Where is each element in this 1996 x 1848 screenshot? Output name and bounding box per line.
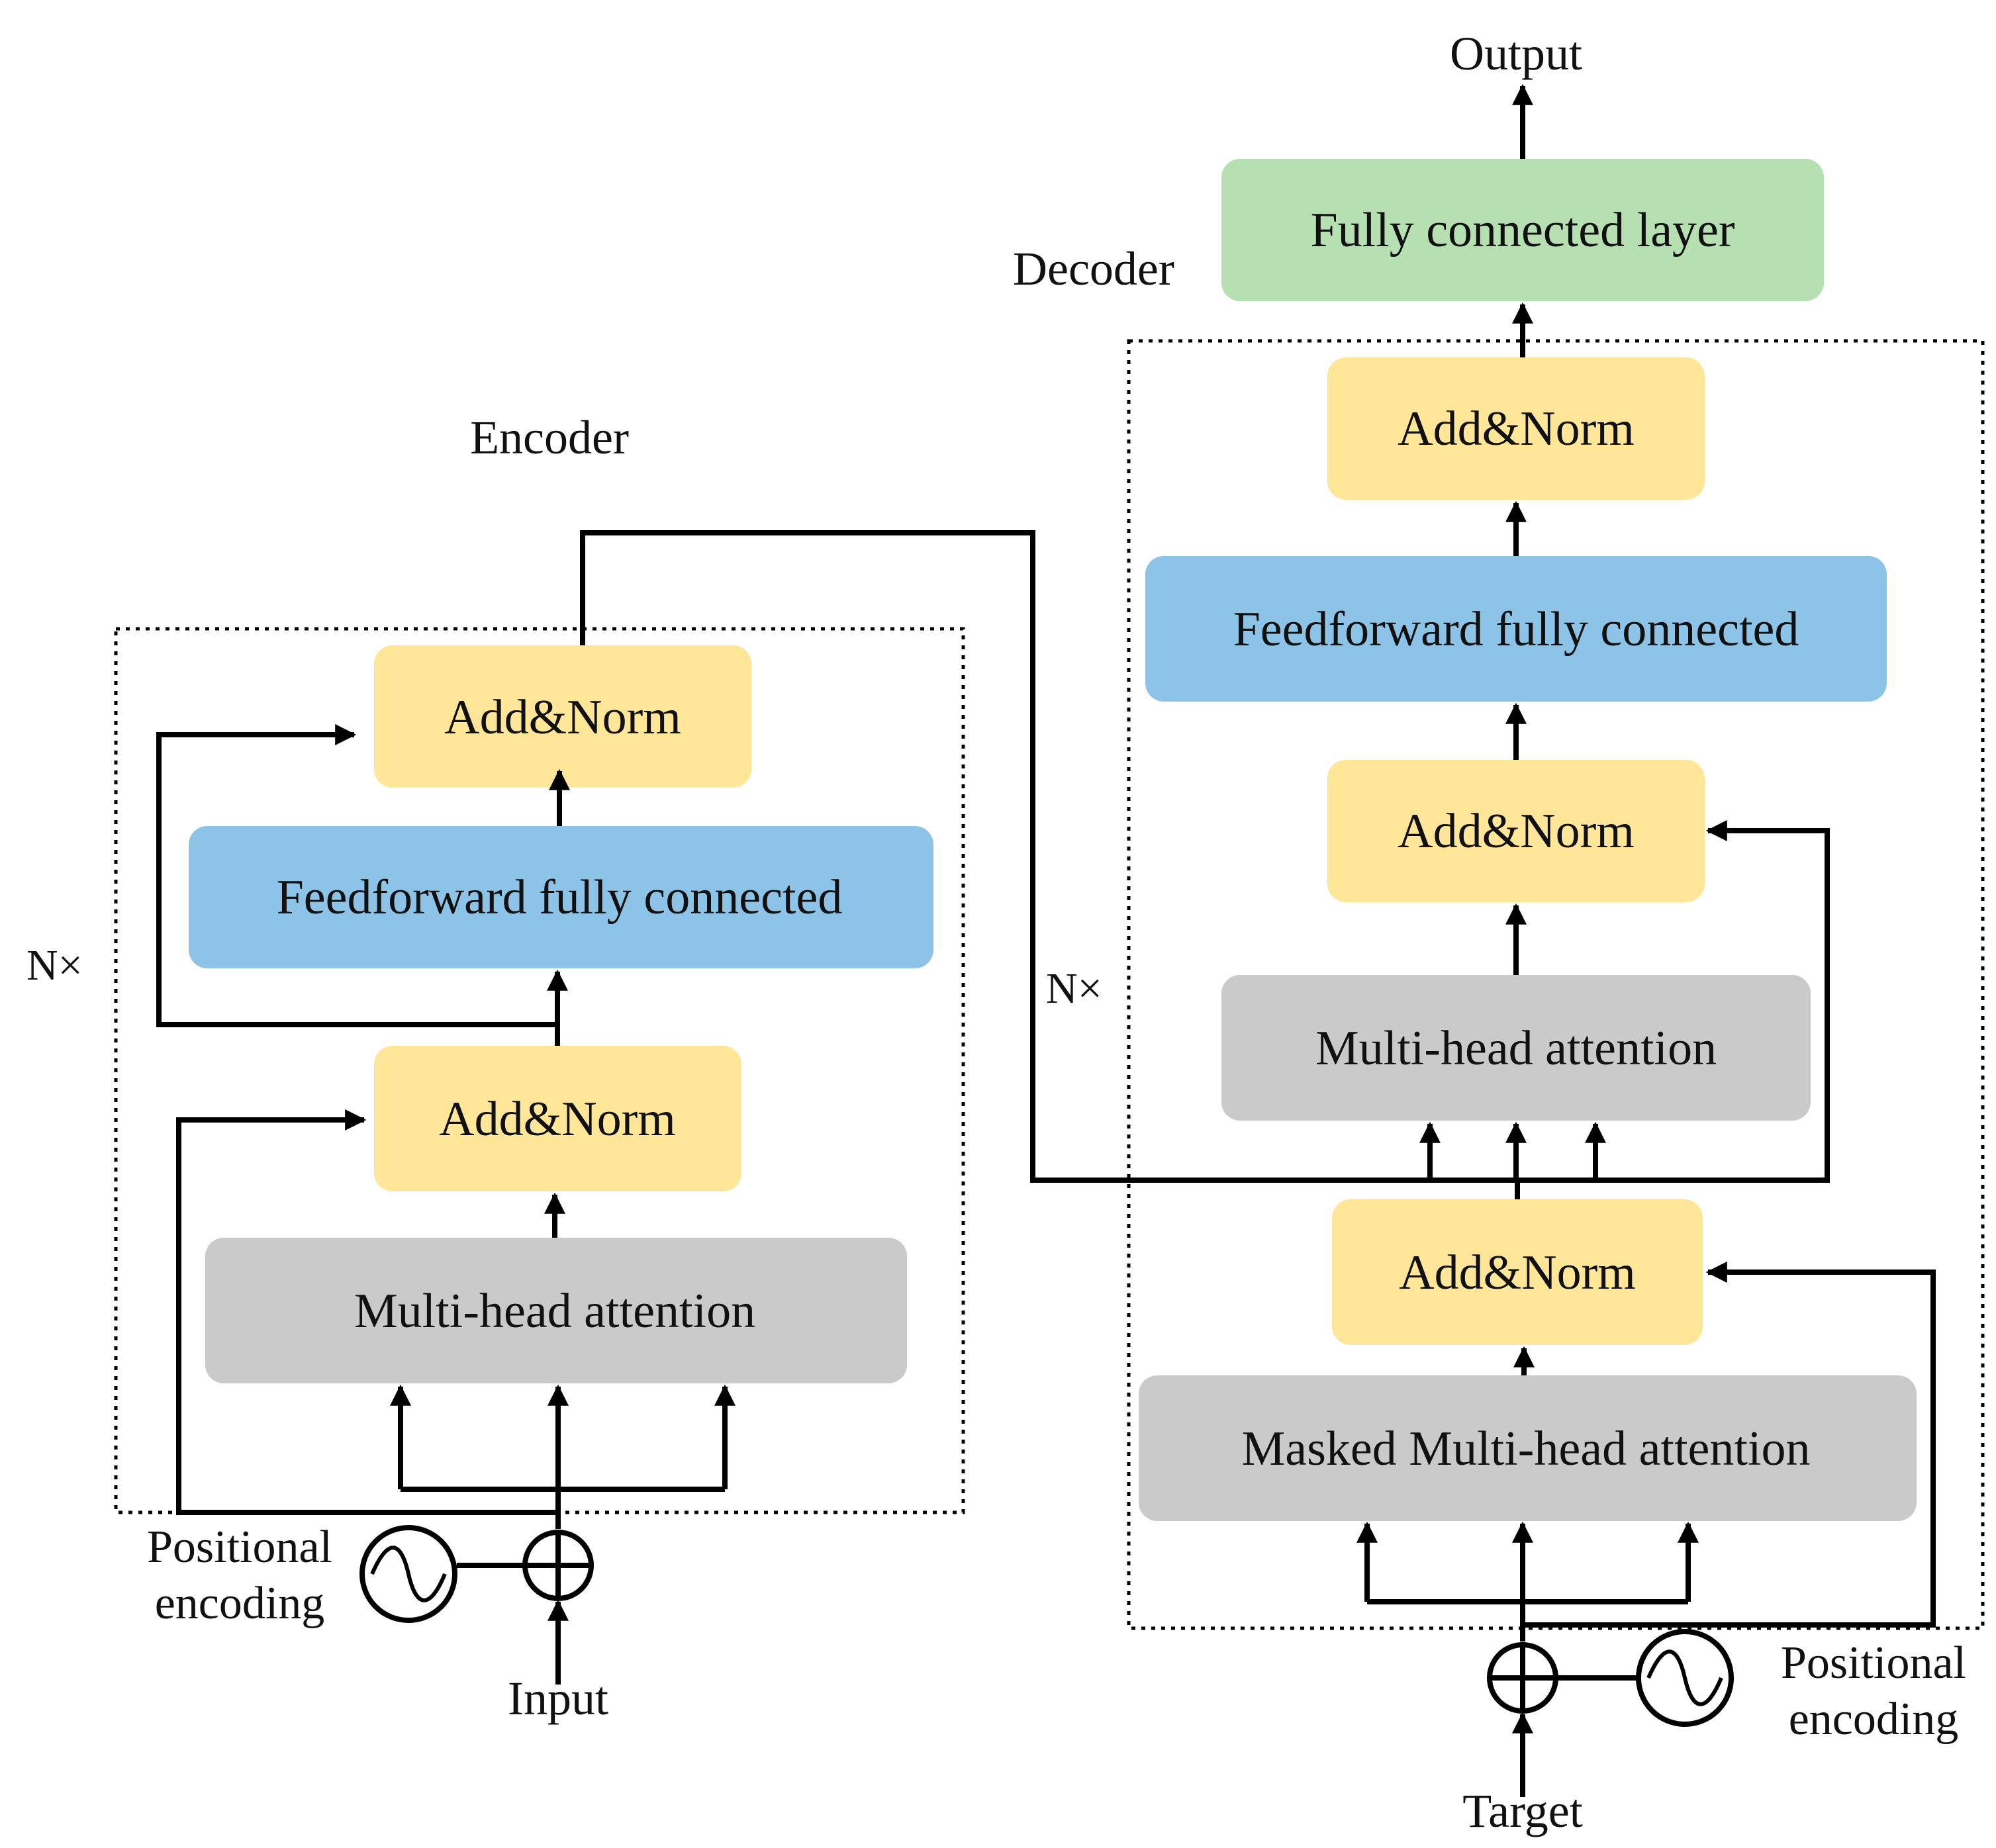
- encoder-sine-icon: [359, 1525, 457, 1623]
- output-label: Output: [1450, 27, 1582, 80]
- encoder-feedforward-label: Feedforward fully connected: [277, 870, 843, 925]
- target-label: Target: [1462, 1784, 1583, 1837]
- decoder-addnorm-top-label: Add&Norm: [1398, 402, 1635, 456]
- encoder-addnorm-bottom-label: Add&Norm: [439, 1092, 676, 1146]
- decoder-fully-connected-label: Fully connected layer: [1310, 203, 1735, 257]
- decoder-pe-label-line2: encoding: [1789, 1694, 1959, 1745]
- decoder-connectors: [1356, 83, 1936, 1797]
- decoder-sine-icon: [1636, 1629, 1734, 1727]
- decoder-residual-1: [1523, 1262, 1936, 1628]
- encoder-title: Encoder: [470, 411, 629, 464]
- encoder-to-decoder-line: [580, 530, 1516, 1183]
- encoder-pe-label-line1: Positional: [147, 1522, 332, 1573]
- decoder-masked-attention: [1139, 1375, 1917, 1521]
- encoder-connectors: [156, 530, 1516, 1685]
- encoder-residual-2: [156, 724, 557, 1027]
- encoder-addnorm-top-label: Add&Norm: [444, 690, 681, 745]
- encoder-attention-label: Multi-head attention: [354, 1284, 755, 1338]
- encoder-feedforward: [189, 826, 933, 968]
- decoder-addnorm-top: [1327, 357, 1705, 500]
- encoder-attention: [205, 1238, 907, 1383]
- decoder-residual-2: [1517, 820, 1830, 1183]
- decoder-repeat-label: N×: [1046, 964, 1102, 1013]
- decoder-addnorm-bottom: [1332, 1199, 1703, 1345]
- decoder-feedforward: [1145, 556, 1887, 702]
- decoder-attention: [1221, 975, 1811, 1121]
- decoder-feedforward-label: Feedforward fully connected: [1233, 602, 1799, 657]
- encoder-plus-icon: [522, 1530, 594, 1601]
- decoder-block-outline: [1127, 339, 1985, 1630]
- decoder-title: Decoder: [1013, 242, 1174, 295]
- decoder-plus-icon: [1487, 1642, 1558, 1714]
- decoder-masked-attention-label: Masked Multi-head attention: [1241, 1422, 1810, 1476]
- decoder-pe-label-line1: Positional: [1781, 1638, 1966, 1688]
- encoder-residual-1: [176, 1109, 558, 1515]
- encoder-pe-label-line2: encoding: [155, 1578, 325, 1629]
- decoder-addnorm-bottom-label: Add&Norm: [1399, 1246, 1636, 1300]
- input-label: Input: [508, 1672, 608, 1725]
- decoder-addnorm-middle: [1327, 760, 1705, 902]
- decoder-addnorm-middle-label: Add&Norm: [1398, 804, 1635, 858]
- decoder-attention-label: Multi-head attention: [1315, 1021, 1717, 1076]
- encoder-repeat-label: N×: [26, 941, 83, 990]
- encoder-addnorm-top: [374, 645, 751, 788]
- decoder-fully-connected: [1221, 159, 1824, 301]
- encoder-addnorm-bottom: [374, 1046, 741, 1191]
